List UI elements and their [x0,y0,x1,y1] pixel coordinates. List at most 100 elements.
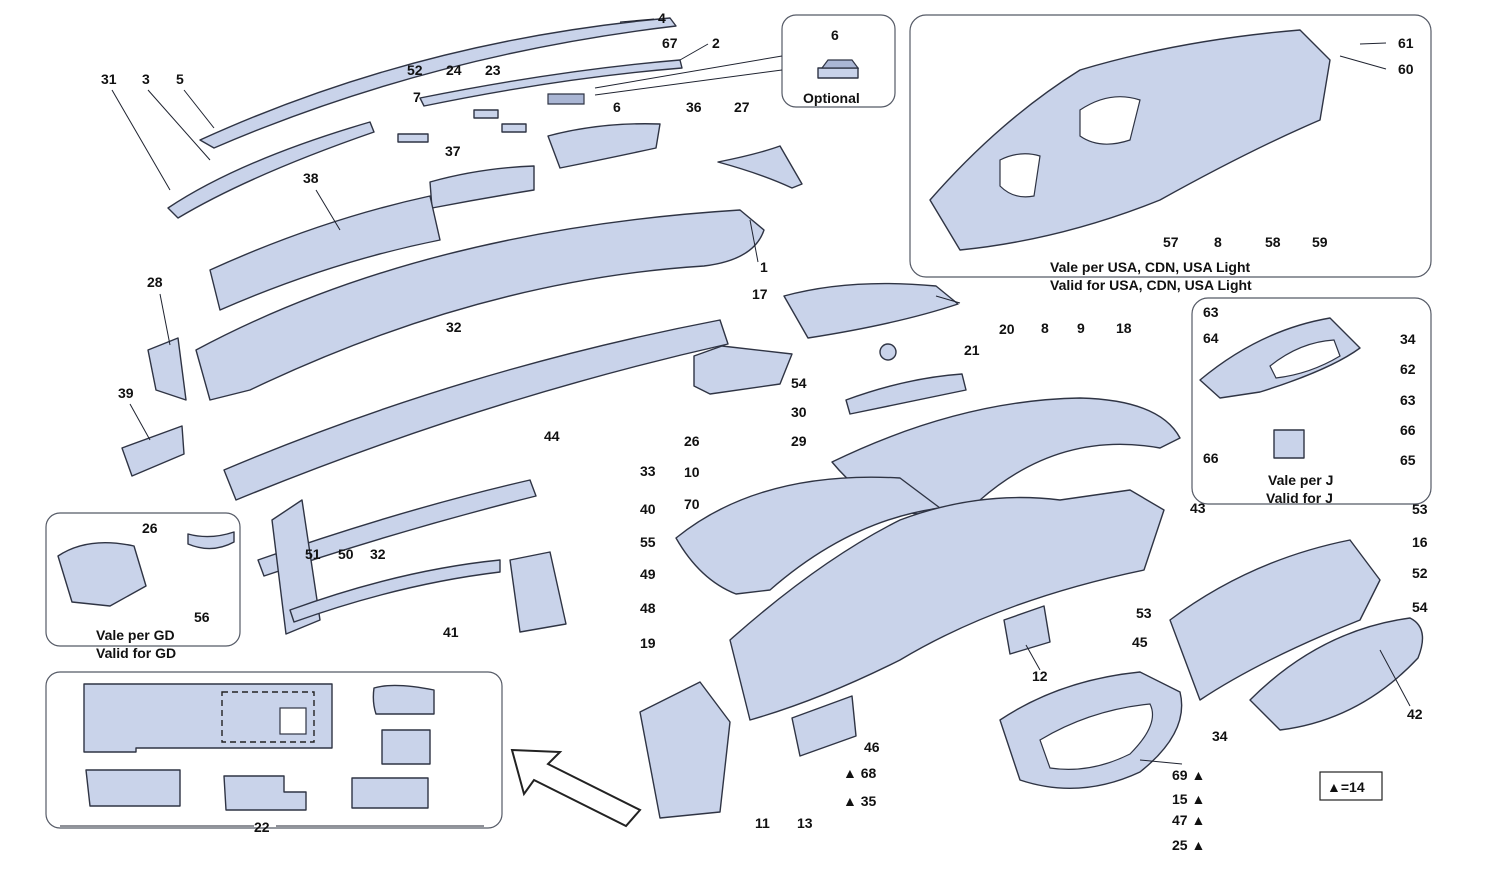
callout-21: 21 [964,342,980,358]
callouts: 4 2 67 52 31 3 5 24 23 7 6 36 27 37 38 1… [101,10,1428,853]
vent-27 [717,145,803,189]
callout-34: 34 [1212,728,1228,744]
callout-55: 55 [640,534,656,550]
callout-46: 46 [864,739,880,755]
callout-49: 49 [640,566,656,582]
callout-16: 16 [1412,534,1428,550]
lower-trim-strip [419,59,683,107]
callout-68: ▲ 68 [843,765,877,781]
callout-32: 32 [446,319,462,335]
j-caption-line1: Vale per J [1268,472,1333,488]
dashboard-upper [209,195,441,311]
lower-dashboard [729,489,1165,721]
callout-26: 26 [142,520,158,536]
direction-arrow [510,748,642,828]
callout-62: 62 [1400,361,1416,377]
kit-part-number: 22 [254,819,270,835]
callout-53: 53 [1412,501,1428,517]
callout-54: 54 [1412,599,1428,615]
beam-leg [271,499,321,635]
bracket-29 [845,373,967,415]
callout-13: 13 [797,815,813,831]
lower-cover-10 [675,476,941,595]
callout-20: 20 [999,321,1015,337]
gd-caption-line1: Vale per GD [96,627,175,643]
callout-63: 63 [1203,304,1219,320]
callout-25: 25 ▲ [1172,837,1205,853]
panel-37 [429,165,535,209]
callout-9: 9 [1077,320,1085,336]
dashboard-main [195,209,765,401]
bracket-39 [121,425,185,477]
callout-35: ▲ 35 [843,793,877,809]
callout-27: 27 [734,99,750,115]
callout-29: 29 [791,433,807,449]
callout-10: 10 [684,464,700,480]
cross-car-beam [223,319,729,501]
callout-41: 41 [443,624,459,640]
callout-52: 52 [407,62,423,78]
callout-15: 15 ▲ [1172,791,1205,807]
callout-52: 52 [1412,565,1428,581]
callout-2: 2 [712,35,720,51]
callout-44: 44 [544,428,560,444]
usa-inset: Vale per USA, CDN, USA Light Valid for U… [909,14,1432,293]
callout-5: 5 [176,71,184,87]
callout-53: 53 [1136,605,1152,621]
callout-31: 31 [101,71,117,87]
callout-33: 33 [640,463,656,479]
callout-45: 45 [1132,634,1148,650]
callout-17: 17 [752,286,768,302]
left-bracket-11 [639,681,731,819]
callout-1: 1 [760,259,768,275]
callout-12: 12 [1032,668,1048,684]
callout-66: 66 [1203,450,1219,466]
knee-bolster-13 [791,695,857,757]
callout-11: 11 [755,815,770,831]
callout-18: 18 [1116,320,1132,336]
callout-3: 3 [142,71,150,87]
kit-inset: 22 [45,671,503,835]
callout-70: 70 [684,496,700,512]
callout-67: 67 [662,35,678,51]
callout-48: 48 [640,600,656,616]
callout-24: 24 [446,62,462,78]
callout-64: 64 [1203,330,1219,346]
callout-59: 59 [1312,234,1328,250]
vent-cover-20 [783,282,959,339]
cover-42 [1249,617,1424,731]
callout-38: 38 [303,170,319,186]
optional-inset: 6 Optional [594,14,896,108]
callout-65: 65 [1400,452,1416,468]
legend-box: ▲=14 [1319,771,1383,801]
callout-56: 56 [194,609,210,625]
callout-61: 61 [1398,35,1414,51]
callout-36: 36 [686,99,702,115]
callout-58: 58 [1265,234,1281,250]
callout-57: 57 [1163,234,1179,250]
trim-28 [147,337,187,401]
callout-19: 19 [640,635,656,651]
beam-lower [257,479,537,577]
callout-40: 40 [640,501,656,517]
callout-37: 37 [445,143,461,159]
callout-54: 54 [791,375,807,391]
callout-28: 28 [147,274,163,290]
callout-50: 50 [338,546,354,562]
support-19 [509,551,567,633]
callout-8: 8 [1041,320,1049,336]
gd-inset: Vale per GD Valid for GD [45,512,241,661]
upper-trim-strip [199,17,677,149]
optional-part-number: 6 [831,27,839,43]
gd-duct [57,541,147,607]
callout-43: 43 [1190,500,1206,516]
optional-label: Optional [803,90,860,106]
defroster-trim [167,121,375,219]
callout-42: 42 [1407,706,1423,722]
callout-6: 6 [613,99,621,115]
callout-63: 63 [1400,392,1416,408]
callout-69: 69 ▲ [1172,767,1205,783]
j-caption-line2: Valid for J [1266,490,1333,506]
callout-7: 7 [413,89,421,105]
